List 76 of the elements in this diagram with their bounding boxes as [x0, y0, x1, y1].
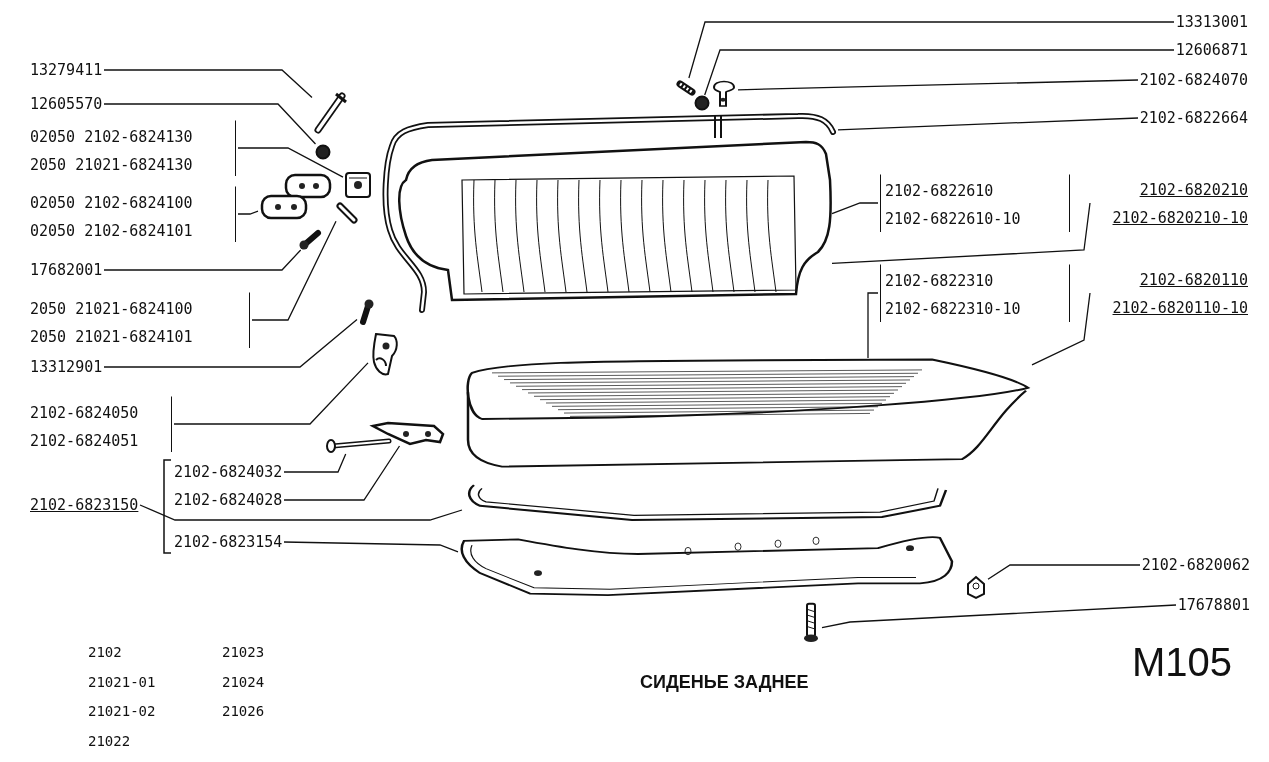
part-number: 2050 21021-6824100: [30, 299, 193, 319]
leader-line: [1031, 292, 1091, 366]
part-number: 2102-6820210-10: [1112, 208, 1248, 228]
leader-line: [251, 220, 337, 321]
knob-drawing: [710, 78, 738, 109]
leader-line: [283, 453, 347, 473]
leader-line: [103, 249, 302, 271]
bolt-drawing: [312, 90, 348, 136]
hinge-bracket-drawing: [343, 170, 373, 200]
leader-line: [103, 69, 313, 99]
leader-line: [139, 504, 463, 521]
washer-drawing: [694, 95, 710, 111]
part-number: 13279411: [30, 60, 103, 80]
leader-line: [173, 362, 369, 425]
model-number: 21024: [222, 674, 265, 690]
part-number: 2102-6824051: [30, 431, 139, 451]
part-number: 12605570: [30, 94, 103, 114]
part-number: 02050 2102-6824101: [30, 221, 193, 241]
nut-drawing: [315, 144, 331, 160]
part-number: 2102-6822610: [885, 181, 994, 201]
leader-line: [283, 541, 459, 553]
leader-line: [237, 210, 259, 215]
part-number: 2102-6822310-10: [885, 299, 1021, 319]
leader-line: [737, 79, 1139, 91]
leader-line: [831, 202, 879, 215]
model-number: 21023: [222, 644, 265, 660]
model-number: 2102: [88, 644, 122, 660]
part-number: 2102-6820110: [1139, 270, 1248, 290]
bolt-drawing: [676, 78, 696, 98]
leader-line: [831, 202, 1091, 265]
leader-line: [821, 604, 1177, 629]
part-number-bracket: [880, 264, 1070, 322]
screw-drawing: [298, 228, 322, 250]
part-number: 02050 2102-6824100: [30, 193, 193, 213]
part-number: 2102-6820210: [1139, 180, 1248, 200]
leader-line: [237, 147, 344, 178]
model-number: 21021-01: [88, 674, 156, 690]
part-number: 2102-6824032: [174, 462, 283, 482]
hinge-arm-drawing: [336, 202, 358, 224]
part-number: 2102-6822610-10: [885, 209, 1021, 229]
part-number: 2102-6824028: [174, 490, 283, 510]
model-number: 21022: [88, 733, 131, 749]
part-number-bracket: [880, 174, 1070, 232]
bolt-drawing: [357, 298, 375, 326]
leader-line: [283, 445, 401, 501]
part-number: 17682001: [30, 260, 103, 280]
part-number: 2102-6823150: [30, 495, 139, 515]
leader-line: [837, 117, 1139, 131]
part-number: 2102-6824050: [30, 403, 139, 423]
mounting-plate-drawing: [370, 420, 446, 446]
diagram-title: СИДЕНЬЕ ЗАДНЕЕ: [640, 672, 809, 693]
part-number: 2102-6824070: [1139, 70, 1248, 90]
model-number: 21026: [222, 703, 265, 719]
part-number: 17678801: [1177, 595, 1250, 615]
leader-line: [103, 318, 358, 368]
leader-line: [103, 103, 317, 145]
leader-line: [688, 21, 1175, 79]
part-number: 2102-6822664: [1139, 108, 1248, 128]
part-number: 2102-6822310: [885, 271, 994, 291]
hinge-plate-drawing: [258, 172, 334, 222]
model-number: 21021-02: [88, 703, 156, 719]
part-number: 2050 21021-6824130: [30, 155, 193, 175]
part-number: 2102-6823154: [174, 532, 283, 552]
part-number: 2050 21021-6824101: [30, 327, 193, 347]
leader-line: [704, 49, 1175, 96]
part-number: 2102-6820110-10: [1112, 298, 1248, 318]
part-number: 13313001: [1175, 12, 1248, 32]
sheet-number: M105: [1132, 640, 1233, 685]
leader-line: [867, 292, 879, 359]
nut-drawing: [964, 574, 988, 600]
part-number: 13312901: [30, 357, 103, 377]
part-number: 2102-6820062: [1141, 555, 1250, 575]
backrest-drawing: [399, 142, 831, 300]
part-number: 12606871: [1175, 40, 1248, 60]
part-number: 02050 2102-6824130: [30, 127, 193, 147]
leader-line: [987, 564, 1141, 580]
